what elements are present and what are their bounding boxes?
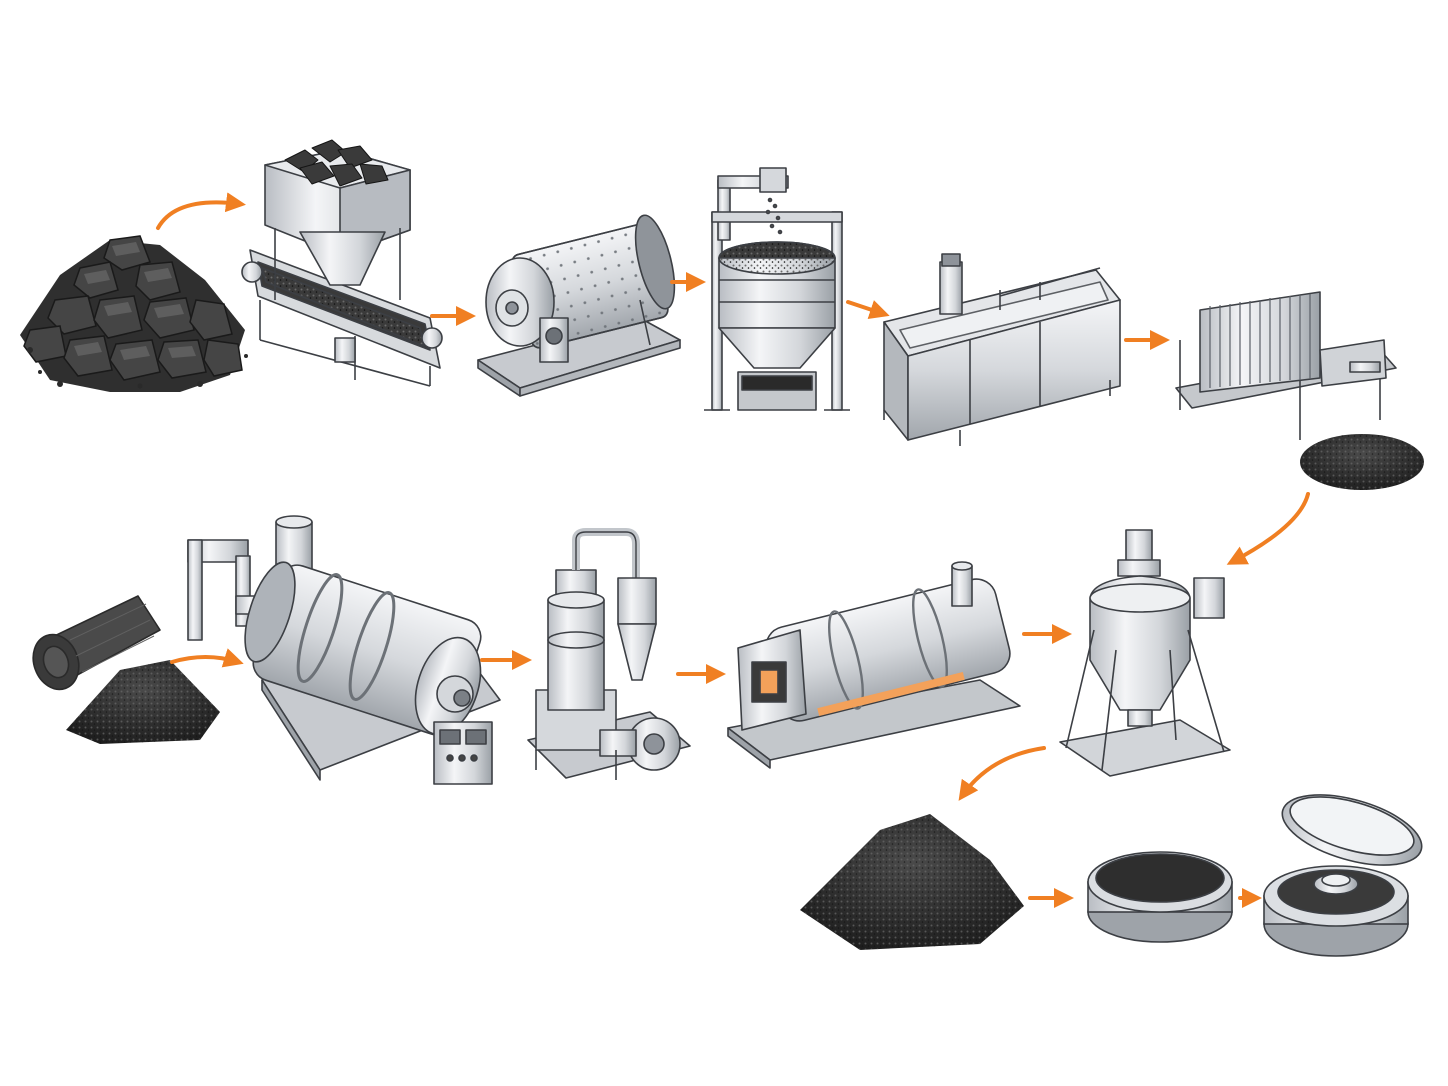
electrode-disc-icon (1087, 851, 1233, 943)
arrow-4 (846, 300, 890, 320)
arrow-6 (1226, 492, 1310, 565)
flow-arrows (156, 192, 1310, 908)
arrow-7 (170, 648, 244, 668)
log-and-powder-icon (32, 595, 220, 744)
filter-press-icon (1175, 291, 1424, 490)
coin-cell-icon (1263, 794, 1423, 957)
hopper-feeder-icon (241, 139, 443, 387)
agitated-tank-icon (883, 253, 1121, 446)
tube-furnace-icon (727, 561, 1021, 769)
arrow-1 (156, 192, 246, 230)
vibrating-sieve-icon (704, 167, 850, 411)
mixing-hopper-icon (1059, 529, 1231, 777)
cyclone-grinder-icon (527, 528, 691, 780)
coal-lumps-pile-icon (20, 235, 248, 392)
ball-mill-icon (477, 214, 681, 397)
powder-pile-icon (800, 814, 1024, 950)
arrow-11 (958, 746, 1046, 801)
rotary-kiln-icon (187, 515, 501, 785)
